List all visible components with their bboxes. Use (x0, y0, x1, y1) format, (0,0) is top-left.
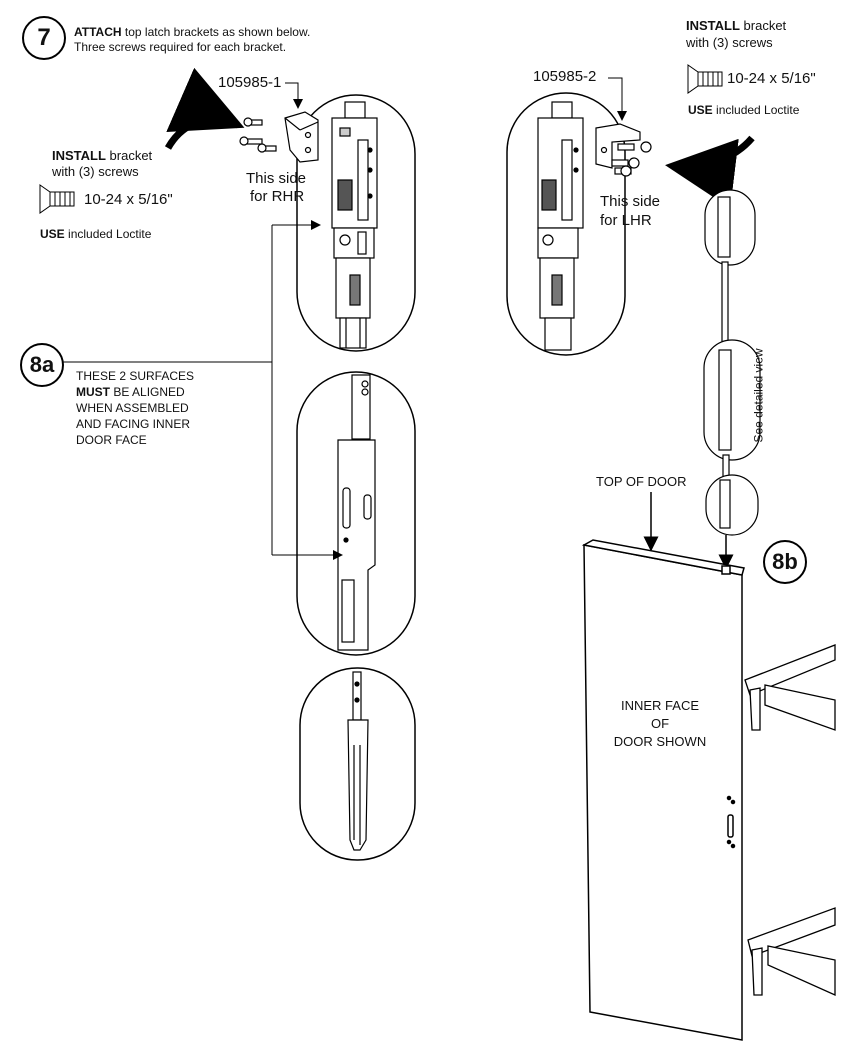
left-use-line: USE included Loctite (40, 227, 151, 242)
left-with-screws: with (3) screws (52, 164, 139, 179)
lhr-side-line2: for LHR (600, 212, 652, 229)
step-8b-number: 8b (772, 549, 798, 574)
right-bracket-105985-2 (595, 123, 652, 177)
left-screw-spec: 10-24 x 5/16" (84, 191, 173, 208)
vertical-rod-assembly (703, 189, 761, 536)
door-face-label: INNER FACE OF DOOR SHOWN (600, 697, 720, 751)
top-of-door-label: TOP OF DOOR (596, 474, 687, 489)
right-screw-icon (687, 64, 723, 94)
step-7-badge: 7 (22, 16, 66, 60)
left-use-text: included Loctite (64, 227, 152, 241)
step-8a-badge: 8a (20, 343, 64, 387)
door-face-line3: DOOR SHOWN (613, 734, 707, 749)
aligned-text: BE ALIGNED (110, 385, 185, 399)
rhr-side-line2: for RHR (250, 188, 305, 205)
door-face-line2: OF (650, 716, 670, 731)
right-screw-spec: 10-24 x 5/16" (727, 70, 816, 87)
right-use-text: included Loctite (712, 103, 800, 117)
alignment-detail-bubble (296, 371, 416, 656)
alignment-leader-lines (62, 220, 343, 560)
step-7-subline: Three screws required for each bracket. (74, 40, 287, 54)
right-install-text: bracket (739, 18, 787, 33)
step-7-number: 7 (37, 24, 51, 51)
left-screw-icon (39, 184, 75, 214)
right-install-line: INSTALL bracket (686, 18, 786, 34)
door (581, 539, 745, 1041)
step-7-instruction: ATTACH top latch brackets as shown below… (74, 25, 310, 40)
right-with-screws: with (3) screws (686, 35, 773, 50)
left-bracket-105985-1 (239, 111, 319, 163)
step-8a-number: 8a (29, 352, 55, 377)
alignment-note-line5: DOOR FACE (76, 433, 147, 447)
right-use-line: USE included Loctite (688, 103, 799, 118)
lhr-side-line1: This side (600, 193, 661, 210)
sawhorse-bottom (747, 907, 836, 997)
must-keyword: MUST (76, 385, 110, 399)
step-8b-badge: 8b (763, 540, 807, 584)
part-number-left: 105985-1 (218, 74, 282, 91)
left-use-keyword: USE (40, 227, 65, 241)
door-face-line1: INNER FACE (620, 698, 699, 713)
detailed-view-note: See detailed view (751, 348, 766, 443)
alignment-note-line4: AND FACING INNER (76, 417, 191, 431)
alignment-note-line2: MUST BE ALIGNED (76, 385, 185, 400)
left-install-line: INSTALL bracket (52, 148, 152, 164)
attach-text: top latch brackets as shown below. (121, 25, 311, 39)
rhr-side-line1: This side (246, 170, 307, 187)
rod-end-detail-bubble (299, 667, 416, 861)
part-number-right: 105985-2 (533, 68, 597, 85)
lhr-latch-assembly (537, 101, 584, 351)
attach-keyword: ATTACH (74, 25, 122, 39)
left-install-curved-arrow (164, 67, 245, 150)
left-install-text: bracket (105, 148, 153, 163)
alignment-note-line3: WHEN ASSEMBLED (76, 401, 189, 415)
right-install-keyword: INSTALL (686, 18, 740, 33)
left-install-keyword: INSTALL (52, 148, 106, 163)
rhr-detail-bubble (296, 94, 416, 352)
sawhorse-top (744, 644, 836, 731)
alignment-note-line1: THESE 2 SURFACES (76, 369, 195, 383)
right-install-curved-arrow (665, 135, 755, 209)
rhr-latch-assembly (331, 101, 378, 349)
right-use-keyword: USE (688, 103, 713, 117)
